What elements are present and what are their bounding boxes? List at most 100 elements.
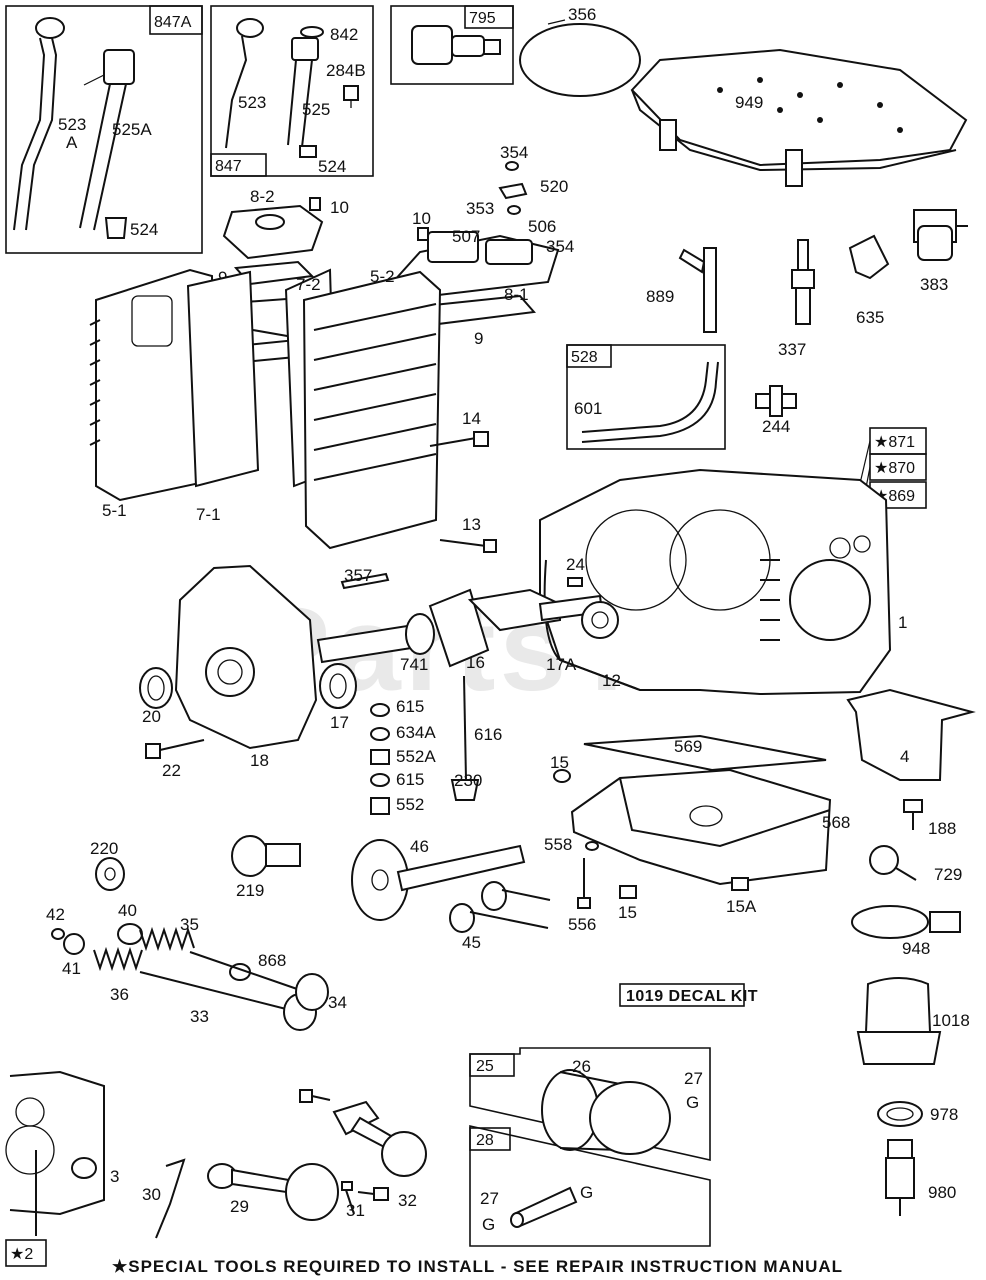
crankcase-1-part[interactable] bbox=[539, 468, 892, 696]
gear-741-part[interactable] bbox=[405, 613, 435, 655]
label-949: 949 bbox=[735, 93, 763, 112]
tool-2-box: ★2 bbox=[5, 1239, 47, 1267]
label-3: 3 bbox=[110, 1167, 119, 1186]
gasket-7-1-part[interactable] bbox=[186, 270, 260, 488]
connecting-rod-upper-part[interactable] bbox=[332, 1100, 427, 1177]
crankshaft-16-part[interactable] bbox=[316, 588, 604, 668]
label-8-2: 8-2 bbox=[250, 187, 275, 206]
screw-556-part[interactable] bbox=[577, 858, 591, 909]
clip-520-part[interactable] bbox=[498, 182, 528, 200]
bolt-22-part[interactable] bbox=[145, 739, 205, 759]
valve-train-parts[interactable] bbox=[51, 923, 329, 1031]
piston-26-part[interactable] bbox=[541, 1069, 671, 1155]
bolt-top-part[interactable] bbox=[299, 1089, 331, 1103]
seal-842-part[interactable] bbox=[300, 26, 324, 38]
tube-847-part[interactable] bbox=[287, 37, 319, 148]
label-507: 507 bbox=[452, 227, 480, 246]
bolt-13-part[interactable] bbox=[439, 539, 497, 553]
cover-18-part[interactable] bbox=[174, 564, 318, 750]
label-4: 4 bbox=[900, 747, 909, 766]
plug-15a-part[interactable] bbox=[553, 769, 571, 783]
screw-10b-part[interactable] bbox=[417, 227, 429, 241]
label-980: 980 bbox=[928, 1183, 956, 1202]
seal-978-part[interactable] bbox=[877, 1101, 923, 1127]
label-15A: 15A bbox=[726, 897, 757, 916]
fitting-244-part[interactable] bbox=[755, 385, 797, 417]
label-558: 558 bbox=[544, 835, 572, 854]
dipstick-847-part[interactable] bbox=[225, 18, 264, 149]
block-fragment-part[interactable] bbox=[5, 1070, 105, 1236]
dipper-30-part[interactable] bbox=[155, 1158, 186, 1239]
spark-plug-337-part[interactable] bbox=[791, 239, 815, 325]
label-354a: 354 bbox=[500, 143, 528, 162]
label-1: 1 bbox=[898, 613, 907, 632]
screw-10a-part[interactable] bbox=[309, 197, 321, 211]
breather-tube-601-part[interactable] bbox=[581, 361, 709, 433]
cylinder-head-5-2-part[interactable] bbox=[302, 270, 442, 550]
label-520: 520 bbox=[540, 177, 568, 196]
pin-28-part[interactable] bbox=[510, 1186, 578, 1228]
connecting-rod-29-part[interactable] bbox=[207, 1163, 339, 1221]
label-32: 32 bbox=[398, 1191, 417, 1210]
screw-284B-part[interactable] bbox=[343, 85, 359, 108]
plug-15A-part[interactable] bbox=[731, 877, 749, 891]
seal-20-part[interactable] bbox=[139, 667, 173, 709]
fitting-889-part[interactable] bbox=[678, 247, 717, 333]
tappets-45-part[interactable] bbox=[449, 881, 551, 933]
bolt-14-part[interactable] bbox=[429, 431, 489, 447]
governor-shaft-616-part[interactable] bbox=[450, 675, 480, 801]
dipstick-cap-part[interactable] bbox=[104, 217, 128, 239]
box-star2-label: ★2 bbox=[10, 1246, 33, 1263]
gasket-569-part[interactable] bbox=[583, 734, 827, 772]
switch-980-part[interactable] bbox=[885, 1139, 915, 1216]
dipstick-tube-part[interactable] bbox=[79, 49, 135, 231]
gasket-356-part[interactable] bbox=[519, 23, 641, 97]
blower-housing-949-part[interactable] bbox=[630, 48, 968, 187]
label-5-1: 5-1 bbox=[102, 501, 127, 520]
screw-354a-part[interactable] bbox=[505, 161, 519, 171]
label-17A: 17A bbox=[546, 655, 577, 674]
tool-boxes-871-870-869: ★871 ★870 ★869 bbox=[841, 427, 927, 561]
cap-524-part[interactable] bbox=[299, 145, 317, 158]
valve-cover-8-2-part[interactable] bbox=[222, 204, 324, 260]
part-219[interactable] bbox=[231, 835, 301, 877]
label-552: 552 bbox=[396, 795, 424, 814]
gasket-12-part[interactable] bbox=[543, 559, 641, 691]
label-383: 383 bbox=[920, 275, 948, 294]
decal-kit-frame bbox=[619, 983, 745, 1007]
washer-220-part[interactable] bbox=[95, 857, 125, 891]
camshaft-46-part[interactable] bbox=[351, 839, 526, 921]
key-357-part[interactable] bbox=[340, 572, 390, 590]
label-219: 219 bbox=[236, 881, 264, 900]
bearing-17-part[interactable] bbox=[319, 663, 357, 709]
label-244: 244 bbox=[762, 417, 790, 436]
filter-1018-part[interactable] bbox=[856, 977, 942, 1065]
bolt-32-part[interactable] bbox=[357, 1187, 389, 1201]
label-10a: 10 bbox=[330, 198, 349, 217]
plug-15b-part[interactable] bbox=[619, 885, 637, 899]
governor-parts-stack[interactable] bbox=[370, 703, 390, 815]
base-568-part[interactable] bbox=[570, 768, 832, 886]
label-524a: 524 bbox=[130, 220, 158, 239]
label-42: 42 bbox=[46, 905, 65, 924]
washer-558-part[interactable] bbox=[585, 841, 599, 851]
dipstick-part[interactable] bbox=[13, 17, 65, 231]
label-9c: 9 bbox=[474, 329, 483, 348]
boot-635-part[interactable] bbox=[848, 234, 890, 280]
seal-17A-part[interactable] bbox=[581, 601, 619, 639]
label-354b: 354 bbox=[546, 237, 574, 256]
bracket-4-part[interactable] bbox=[846, 688, 976, 781]
clip-729-part[interactable] bbox=[869, 845, 917, 881]
bolt-31-part[interactable] bbox=[341, 1181, 355, 1215]
label-10b: 10 bbox=[412, 209, 431, 228]
wire-948-part[interactable] bbox=[851, 905, 961, 939]
washer-353-part[interactable] bbox=[507, 205, 521, 215]
ignition-switch-part[interactable] bbox=[411, 25, 501, 65]
label-568: 568 bbox=[822, 813, 850, 832]
label-556: 556 bbox=[568, 915, 596, 934]
tool-383-part[interactable] bbox=[913, 209, 968, 261]
label-978: 978 bbox=[930, 1105, 958, 1124]
dowel-24-part[interactable] bbox=[567, 577, 583, 587]
bolt-188-part[interactable] bbox=[903, 799, 923, 830]
bushing-3-part[interactable] bbox=[71, 1157, 97, 1179]
